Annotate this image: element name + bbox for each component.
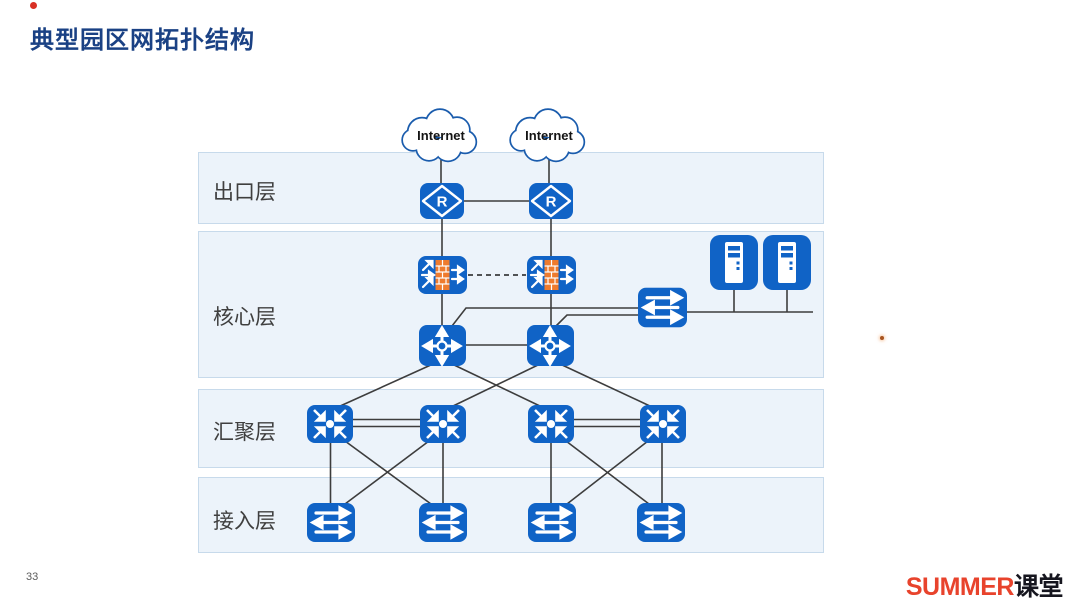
agg-switch-icon <box>307 405 353 443</box>
logo-summer: SUMMER <box>905 573 1015 601</box>
brand-logo: SUMMER课堂 <box>905 567 1064 603</box>
router-2 <box>529 183 573 219</box>
cloud-label: Internet <box>417 128 465 143</box>
logo-ketang: 课堂 <box>1013 573 1064 601</box>
l2-switch-icon <box>307 503 355 542</box>
layer-band-egress <box>198 152 824 224</box>
router-icon <box>420 183 464 219</box>
pointer-dot <box>880 336 884 340</box>
agg-switch-3 <box>528 405 574 443</box>
cloud-label: Internet <box>525 128 573 143</box>
firewall-1 <box>418 256 467 294</box>
server-2 <box>763 235 811 290</box>
link-core1-switch <box>451 307 638 327</box>
link-core2-switch <box>555 314 638 327</box>
l2-switch-icon <box>419 503 467 542</box>
agg-switch-icon <box>640 405 686 443</box>
link-core1-agg1 <box>337 363 434 408</box>
link-agg4-acc3 <box>566 440 649 505</box>
layer-label-core: 核心层 <box>213 306 276 329</box>
agg-switch-icon <box>420 405 466 443</box>
agg-switch-4 <box>640 405 686 443</box>
access-switch-1 <box>307 503 355 542</box>
agg-switch-icon <box>528 405 574 443</box>
access-switch-4 <box>637 503 685 542</box>
link-core2-agg2 <box>450 363 541 408</box>
l2-switch-icon <box>637 503 685 542</box>
layer-label-access: 接入层 <box>213 510 276 533</box>
router-1 <box>420 183 464 219</box>
firewall-icon <box>418 256 467 294</box>
server-1 <box>710 235 758 290</box>
core-switch-2 <box>527 325 574 366</box>
link-agg2-acc1 <box>344 440 430 505</box>
recording-dot-icon <box>30 2 37 9</box>
internet-cloud-1: Internet <box>396 108 486 166</box>
router-icon <box>529 183 573 219</box>
layer-label-aggregation: 汇聚层 <box>213 421 276 444</box>
page-number: 33 <box>26 571 39 583</box>
l2-switch-icon <box>528 503 576 542</box>
server-icon <box>763 235 811 290</box>
core-switch-1 <box>419 325 466 366</box>
internet-cloud-2: Internet <box>504 108 594 166</box>
access-switch-2 <box>419 503 467 542</box>
layer-band-access <box>198 477 824 553</box>
firewall-2 <box>527 256 576 294</box>
server-switch <box>638 287 687 328</box>
l3-switch-icon <box>527 325 574 366</box>
layer-label-egress: 出口层 <box>213 181 276 204</box>
page-title: 典型园区网拓扑结构 <box>30 27 255 54</box>
agg-switch-2 <box>420 405 466 443</box>
link-core2-agg4 <box>559 363 653 408</box>
l3-switch-icon <box>419 325 466 366</box>
server-icon <box>710 235 758 290</box>
agg-switch-1 <box>307 405 353 443</box>
access-switch-3 <box>528 503 576 542</box>
l2-switch-icon <box>638 287 687 328</box>
firewall-icon <box>527 256 576 294</box>
layer-band-aggregation <box>198 389 824 468</box>
